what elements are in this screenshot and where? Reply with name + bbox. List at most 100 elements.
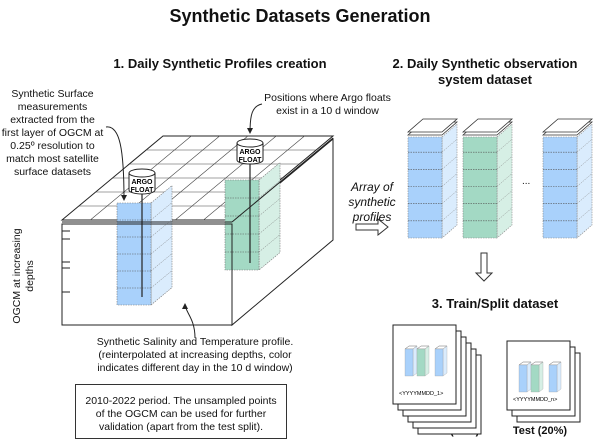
depth-level-line [441,173,458,187]
stack-side [526,361,532,393]
positions-annotation-line: exist in a 10 d window [276,105,379,117]
diagram-title: Synthetic Datasets Generation [169,6,431,26]
surface-annotation-line: first layer of OGCM at [1,127,104,139]
surface-arrow [105,126,127,201]
depth-level-line [496,138,513,153]
right-flow-arrow [355,217,389,237]
period-note-line: 2010-2022 period. The unsampled points [85,395,277,407]
depth-level-line [576,138,593,153]
stack-side [496,123,513,239]
float-label: ARGO [132,179,154,186]
depth-level-line [150,253,173,272]
array-annotation-line: Array of [350,180,393,194]
positions-arrow [247,103,263,134]
depth-ticks [62,230,70,293]
section-1-heading: 1. Daily Synthetic Profiles creation [113,56,327,71]
float-label: ARGO [240,149,262,156]
mini-profile-stack [434,345,448,377]
grid-line [203,135,305,221]
daily-profile-stack [541,118,594,239]
float-label: FLOAT [131,187,155,194]
depth-level-line [576,156,593,170]
depth-level-line [496,207,513,222]
depth-level-line [150,236,173,255]
stack-front [518,364,528,393]
depth-level-line [150,270,173,289]
stack-side [441,123,458,239]
mini-profile-stack [518,361,532,393]
surface-annotation-line: match most satellite [6,153,99,165]
profile-column-green [224,161,281,271]
section-3-heading: 3. Train/Split dataset [431,296,559,311]
period-note-line: of the OGCM can be used for further [95,408,267,420]
surface-annotation: Synthetic Surface measurements extracted… [0,88,105,179]
document-date-label: <YYYYMMDD_1> [399,391,443,397]
depth-level-line [258,216,281,235]
mini-profile-stack [530,361,544,393]
surface-annotation-line: 0.25º resolution to [10,140,95,152]
section-2-heading-line2: system dataset [438,72,532,87]
test-label: Test (20%) [512,425,568,437]
argo-float: ARGO FLOAT [128,168,156,297]
depth-level-line [576,173,593,187]
test-document-pile: <YYYYMMDD_n> [506,340,581,423]
mini-profile-stack [548,361,562,393]
positions-annotation-line: Positions where Argo floats [264,92,391,104]
profile-annotation-line: indicates different day in the 10 d wind… [97,362,293,374]
depth-level-line [258,198,281,217]
stack-front [462,136,498,239]
stack-side [556,361,562,393]
ellipsis: ... [522,176,531,187]
profile-column-front [224,179,260,271]
depth-level-line [496,173,513,187]
depth-level-line [441,190,458,204]
depth-level-line [258,180,281,199]
section-2-heading: 2. Daily Synthetic observation system da… [370,56,600,88]
daily-profile-stack [461,118,514,239]
argo-float: ARGO FLOAT [236,138,264,263]
surface-annotation-line: extracted from the [10,114,95,126]
float-body [236,143,264,165]
daily-profile-stack [406,118,459,239]
mini-profile-stack [416,345,430,377]
section-2-heading-line1: 2. Daily Synthetic observation [392,56,578,71]
stack-side [442,345,448,377]
ogcm-block-front [61,223,233,326]
depth-level-line [441,156,458,170]
array-annotation-line: profiles [352,210,392,224]
period-note-box: 2010-2022 period. The unsampled points o… [75,384,287,439]
period-note-line: validation (apart from the test split). [99,421,263,433]
stack-front [416,348,426,377]
stack-front [530,364,540,393]
mini-profile-stack [404,345,418,377]
document-date-label: <YYYYMMDD_n> [513,397,557,403]
float-body [128,173,156,195]
float-cap [128,168,156,178]
train-document-pile: <YYYYMMDD_1> [392,324,482,435]
surface-plate [461,118,514,133]
surface-plate [406,118,459,133]
surface-layer-edge [231,137,334,223]
array-annotation: Array of synthetic profiles [342,180,402,225]
surface-annotation-line: Synthetic Surface [11,88,94,100]
depth-level-line [441,207,458,222]
profile-annotation: Synthetic Salinity and Temperature profi… [90,336,300,375]
depth-level-line [441,138,458,153]
profile-column-blue [116,184,173,306]
surface-plate [541,118,594,133]
profile-column-side [258,161,281,271]
stack-front [434,348,444,377]
surface-annotation-line: surface datasets [13,166,92,178]
profile-arrow [182,303,196,339]
depth-level-line [496,190,513,204]
depth-level-line [150,202,173,221]
stack-front [407,136,443,239]
depth-level-line [576,190,593,204]
stack-side [576,123,593,239]
profile-annotation-line: (reinterpolated at increasing depths, co… [98,349,292,361]
down-flow-arrow [474,252,494,282]
float-label: FLOAT [239,157,263,164]
array-annotation-line: synthetic [348,195,396,209]
stack-side [424,345,430,377]
